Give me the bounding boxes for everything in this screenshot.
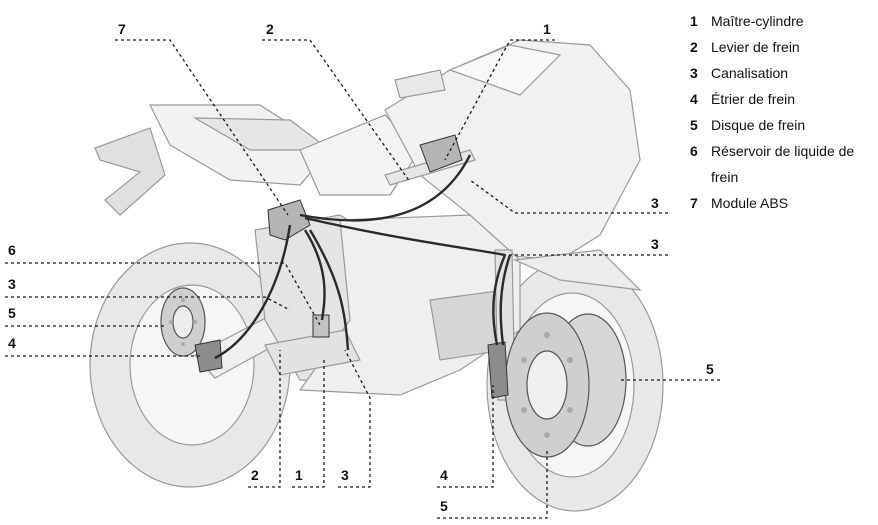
windscreen [448,44,562,96]
leader-5-bottom [437,450,548,519]
leader-7-top [115,39,289,216]
legend-number: 5 [690,117,698,133]
callout-3-right-upper: 3 [651,195,659,211]
legend-number: 4 [690,91,698,107]
callout-1-bottom: 1 [295,467,303,483]
legend-label: Canalisation [711,65,789,81]
front-caliper [487,341,509,399]
callout-1-top: 1 [543,21,551,37]
legend-number: 3 [690,65,698,81]
legend-item: 3 Canalisation [690,60,875,86]
callout-3-right-lower: 3 [651,236,659,252]
legend-label: Maître-cylindre [711,13,804,29]
callout-6: 6 [8,242,16,258]
leader-2-bottom [248,350,281,488]
legend-label: Levier de frein [711,39,800,55]
legend-item: 5 Disque de frein [690,112,875,138]
callout-7-top: 7 [118,21,126,37]
hose-front-main [299,154,472,222]
leader-2-top [262,39,411,183]
leader-3-left [5,296,291,311]
leader-4-bottom [437,385,494,488]
front-master-cylinder [419,134,463,173]
rear-caliper [194,339,223,373]
callout-5-left: 5 [8,305,16,321]
legend-number: 2 [690,39,698,55]
legend-label: Module ABS [711,195,789,211]
legend-item: 6 Réservoir de liquide de frein [690,138,875,190]
hose-rear-master [308,229,350,351]
legend-number: 1 [690,13,698,29]
front-fender [512,249,642,291]
legend-item: 2 Levier de frein [690,34,875,60]
legend: 1 Maître-cylindre 2 Levier de frein 3 Ca… [690,8,875,216]
hose-front-to-caliper-2 [499,254,512,346]
leader-3-right-upper [469,179,668,214]
hose-abs-to-front [304,216,506,257]
legend-label: Réservoir de liquide de frein [711,143,855,185]
legend-number: 6 [690,143,698,159]
leader-1-bottom [292,360,325,488]
callout-5-bottom: 5 [440,498,448,514]
legend-item: 4 Étrier de frein [690,86,875,112]
plate-holder [94,127,166,216]
legend-number: 7 [690,195,698,211]
mirror [394,69,446,99]
legend-label: Disque de frein [711,117,806,133]
callout-4-bottom: 4 [440,467,448,483]
abs-module [267,199,311,241]
hose-abs-to-rear [214,224,292,360]
callout-2-top: 2 [266,21,274,37]
callout-3-bottom: 3 [341,467,349,483]
hose-abs-to-reservoir [303,229,326,321]
hose-front-to-caliper [492,254,507,346]
leader-1-top [444,39,555,161]
callout-4-left: 4 [8,335,16,351]
callout-3-left: 3 [8,276,16,292]
brake-fluid-reservoir [312,314,330,338]
callout-2-bottom: 2 [251,467,259,483]
legend-label: Étrier de frein [711,91,796,107]
legend-item: 1 Maître-cylindre [690,8,875,34]
front-fairing [384,39,641,261]
legend-item: 7 Module ABS [690,190,875,216]
callout-5-right: 5 [706,361,714,377]
